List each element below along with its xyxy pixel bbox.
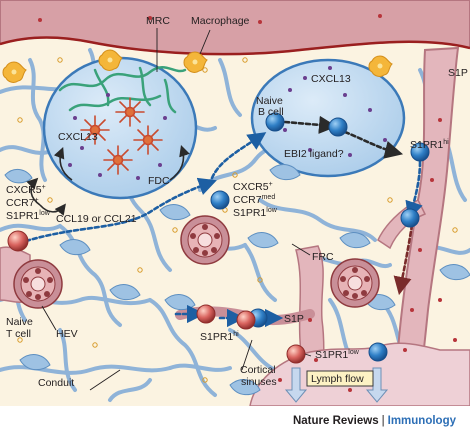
footer: Nature Reviews|Immunology bbox=[0, 406, 470, 434]
label-ebi2: EBI2 ligand? bbox=[284, 148, 344, 160]
chemokine-dots bbox=[68, 66, 387, 180]
background bbox=[0, 0, 470, 406]
label-naive-t-line2: T cell bbox=[6, 328, 31, 340]
s1p-dots bbox=[38, 14, 457, 392]
label-cxcl13-right: CXCL13 bbox=[311, 73, 351, 85]
label-s1p-top: S1P bbox=[448, 67, 468, 79]
label-macrophage: Macrophage bbox=[191, 15, 250, 27]
label-s1pr1low-bottom: S1PR1low bbox=[315, 349, 360, 361]
label-s1pr1-mid: S1PR1low bbox=[233, 207, 278, 219]
frc-cells bbox=[4, 164, 470, 396]
fdc-cells bbox=[80, 97, 163, 175]
label-naive-b-line2: B cell bbox=[258, 106, 284, 118]
label-naive-b-line1: Naive bbox=[256, 95, 283, 107]
mrc-network bbox=[58, 66, 187, 114]
label-cortical-line1: Cortical bbox=[240, 364, 276, 376]
brand-separator: | bbox=[381, 415, 385, 427]
label-s1pr1hi-right: S1PR1hi bbox=[410, 139, 449, 151]
label-hev: HEV bbox=[56, 328, 78, 340]
leader-lines bbox=[41, 28, 312, 391]
label-cxcl13-left: CXCL13 bbox=[58, 131, 98, 143]
label-lymph-flow: Lymph flow bbox=[311, 373, 364, 385]
label-cxcr5-mid: CXCR5+ bbox=[233, 181, 273, 193]
hev-vessels bbox=[13, 215, 380, 309]
t-cell-naive bbox=[7, 230, 29, 252]
label-naive-t-line1: Naive bbox=[6, 316, 33, 328]
label-s1p-bottom: S1P bbox=[284, 313, 304, 325]
label-cxcr5-left: CXCR5+ bbox=[6, 184, 46, 196]
b-cells bbox=[210, 112, 430, 362]
lymph-particles bbox=[17, 57, 458, 383]
label-conduit: Conduit bbox=[38, 377, 74, 389]
lymph-flow-box bbox=[306, 370, 374, 387]
label-ccl: CCL19 or CCL21 bbox=[56, 213, 137, 225]
capsule-vessel bbox=[0, 0, 470, 56]
label-s1pr1hi-bottom: S1PR1hi bbox=[200, 331, 239, 343]
lymph-flow-arrows bbox=[284, 367, 389, 403]
label-ccr7-mid: CCR7med bbox=[233, 194, 275, 206]
label-fdc: FDC bbox=[148, 175, 170, 187]
recirculation-arrows bbox=[26, 144, 190, 216]
journal-name: Nature Reviews bbox=[292, 415, 379, 427]
label-s1pr1-left: S1PR1low bbox=[6, 210, 51, 222]
label-frc: FRC bbox=[312, 251, 334, 263]
label-mrc: MRC bbox=[146, 15, 170, 27]
label-ccr7-left: CCR7+ bbox=[6, 197, 39, 209]
label-cortical-line2: sinuses bbox=[241, 376, 277, 388]
t-cells bbox=[196, 304, 306, 364]
macrophage-cells bbox=[2, 49, 393, 83]
journal-brand: Nature Reviews|Immunology bbox=[293, 415, 456, 427]
journal-section: Immunology bbox=[387, 415, 456, 427]
